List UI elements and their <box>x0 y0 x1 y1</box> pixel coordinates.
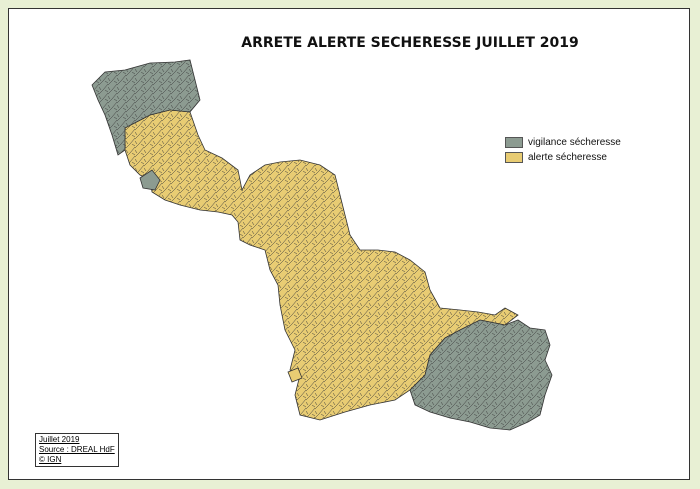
legend-item-alerte: alerte sécheresse <box>505 150 621 165</box>
vigilance-swatch <box>505 137 523 148</box>
vigilance-enclave <box>139 169 161 191</box>
credits-date: Juillet 2019 <box>39 435 80 444</box>
credits-source: Source : DREAL HdF <box>39 445 115 454</box>
alerte-swatch <box>505 152 523 163</box>
credits-copyright: © IGN <box>39 455 62 464</box>
alerte-island <box>287 367 303 383</box>
vigilance-southeast-communes <box>410 320 552 430</box>
legend-label-vigilance: vigilance sécheresse <box>528 137 621 148</box>
credits-box: Juillet 2019 Source : DREAL HdF © IGN <box>35 433 119 467</box>
map-title: ARRETE ALERTE SECHERESSE JUILLET 2019 <box>241 35 579 51</box>
vigilance-north-communes <box>92 60 200 155</box>
legend: vigilance sécheresse alerte sécheresse <box>505 135 621 165</box>
legend-label-alerte: alerte sécheresse <box>528 152 607 163</box>
legend-item-vigilance: vigilance sécheresse <box>505 135 621 150</box>
